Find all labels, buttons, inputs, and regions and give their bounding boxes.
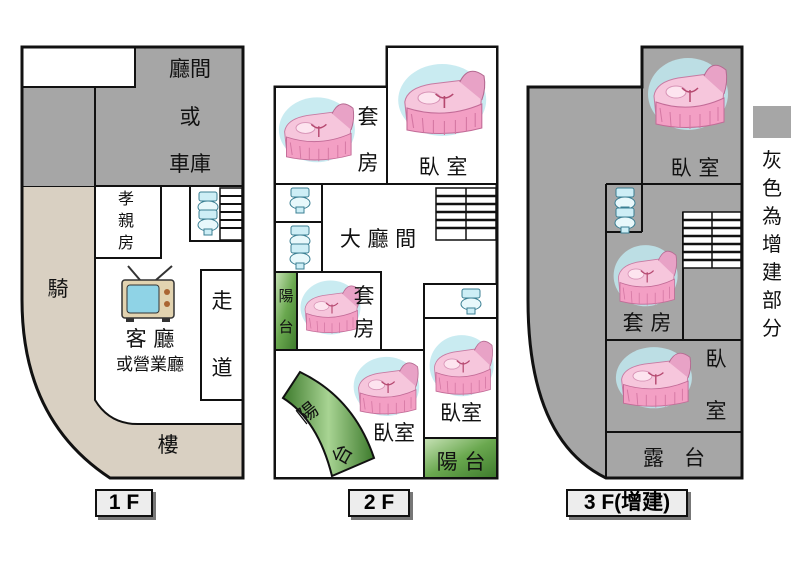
balcony-a: [274, 271, 298, 351]
label-bedroom-a-2f: 臥 室: [419, 155, 468, 179]
label-bedroom-b-3f-2: 室: [706, 399, 727, 423]
bed-icon: [278, 96, 356, 163]
balcony-c: [423, 437, 498, 479]
bed-icon: [647, 57, 729, 131]
floor-3f: 臥 室 套 房 臥 室 露 台: [526, 45, 744, 480]
stairs-icon: [435, 187, 497, 241]
label-filial-room-1: 孝: [118, 189, 134, 208]
label-suite-a-2: 房: [358, 151, 379, 175]
bed-icon: [612, 244, 679, 307]
bed-icon: [353, 356, 420, 417]
label-living-room: 客 廳: [126, 327, 175, 351]
legend-text: 灰色為增建部分: [762, 148, 782, 340]
label-bedroom-b-2f: 臥室: [373, 421, 415, 445]
label-balcony-c: 陽 台: [437, 450, 486, 474]
label-suite-a-1: 套: [358, 105, 379, 129]
balcony-b: [281, 370, 376, 478]
label-arcade-1: 騎: [48, 277, 69, 301]
floor-2f: 套 房 臥 室 大 廳 間 陽 台 套 房 陽 台 臥室 臥室 陽 台: [273, 45, 499, 480]
label-corridor-1: 走: [212, 289, 233, 313]
label-balcony-a-1: 陽: [278, 287, 293, 305]
label-arcade-2: 樓: [158, 433, 179, 457]
bed-icon: [428, 334, 495, 397]
label-bedroom-b-3f-1: 臥: [706, 347, 727, 371]
label-bedroom-c-2f: 臥室: [440, 401, 482, 425]
label-filial-room-2: 親: [118, 211, 134, 230]
floor-label-1f: 1 F: [95, 489, 153, 517]
label-suite-b-1: 套: [354, 284, 375, 308]
label-suite-3f: 套 房: [623, 311, 672, 335]
label-hall-or-garage-3: 車庫: [169, 152, 211, 176]
bathroom-2f-right: [423, 283, 498, 319]
bed-icon: [299, 279, 362, 336]
label-filial-room-3: 房: [118, 233, 134, 252]
floor-label-2f: 2 F: [348, 489, 410, 517]
bed-icon: [615, 346, 693, 410]
label-hall-or-garage-1: 廳間: [169, 57, 211, 81]
addition-gray-1f-left: [22, 87, 95, 186]
corridor: [200, 269, 244, 401]
stairs-icon: [682, 211, 742, 269]
label-corridor-2: 道: [212, 356, 233, 380]
floor-1f: 廳間 或 車庫 孝 親 房 騎 樓 客 廳 或營業廳 走 道: [20, 45, 245, 480]
tv-icon: [121, 265, 175, 322]
filial-room: [94, 185, 162, 259]
bed-icon: [397, 63, 488, 137]
label-hall-or-garage-2: 或: [180, 105, 201, 129]
label-big-hall: 大 廳 間: [340, 227, 416, 251]
entrance-white-box: [21, 46, 136, 88]
stairs-icon: [219, 187, 243, 241]
label-terrace: 露 台: [643, 446, 705, 470]
label-bedroom-a-3f: 臥 室: [671, 156, 720, 180]
floor-label-3f: 3 F(增建): [566, 489, 688, 517]
label-business-hall: 或營業廳: [116, 355, 184, 375]
legend-swatch: [753, 106, 791, 138]
label-suite-b-2: 房: [354, 317, 375, 341]
label-balcony-a-2: 台: [278, 318, 293, 336]
